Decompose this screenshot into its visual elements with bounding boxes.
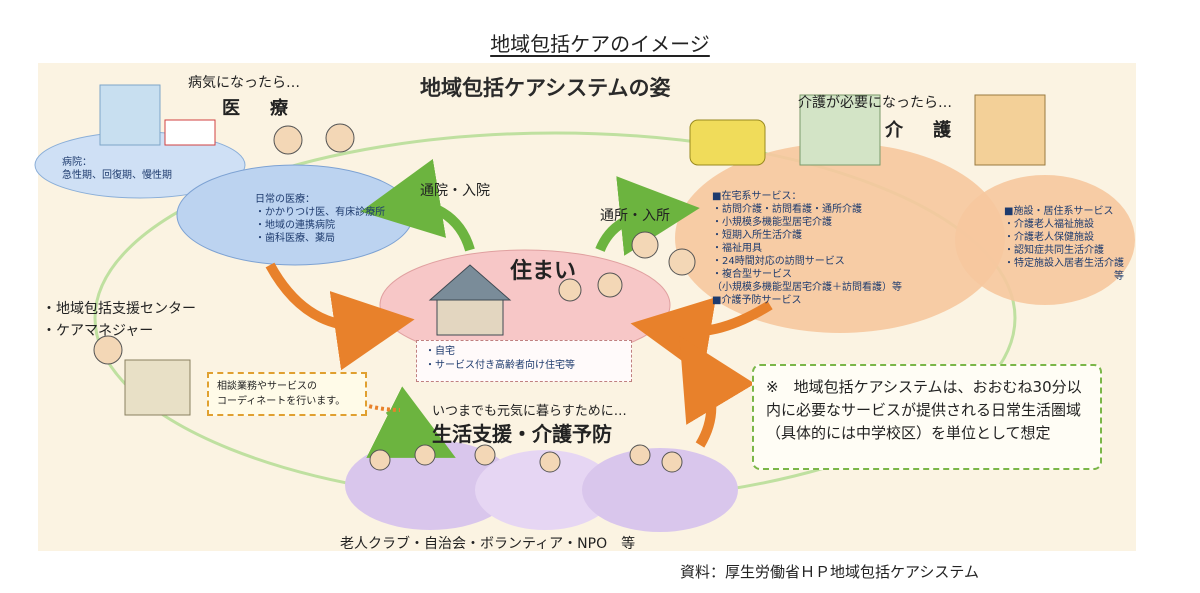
family-figure-2 <box>597 272 623 298</box>
home-label: 住まい <box>510 259 577 284</box>
daily-medical-line: 日常の医療： <box>255 194 315 205</box>
care-van <box>689 119 766 166</box>
note-box: ※ 地域包括ケアシステムは、おおむね30分以内に必要なサービスが提供される日常生… <box>752 364 1102 470</box>
hospital-arrow-label: 通院・入院 <box>420 183 490 199</box>
facility-line: ・特定施設入居者生活介護 <box>1004 258 1124 269</box>
family-figure-4 <box>668 248 696 276</box>
home-type-line: ・自宅 <box>425 346 455 357</box>
senior-figure-2 <box>414 444 436 466</box>
facility-line: ・介護老人保健施設 <box>1004 232 1094 243</box>
facility-line: ・認知症共同生活介護 <box>1004 245 1104 256</box>
home-care-line: ■介護予防サービス <box>712 295 802 306</box>
home-care-line: ・小規模多機能型居宅介護 <box>712 217 832 228</box>
senior-figure-5 <box>629 444 651 466</box>
doctor-figure <box>273 125 303 155</box>
care-facility-2 <box>974 94 1046 166</box>
prevention-heading: 生活支援・介護予防 <box>432 422 612 446</box>
senior-figure-4 <box>539 451 561 473</box>
hospital-line: 病院： <box>62 157 92 168</box>
support-center-list: ・地域包括支援センター ・ケアマネジャー <box>42 298 196 342</box>
medical-to-home-arrow <box>265 262 415 371</box>
home-types-box: ・自宅 ・サービス付き高齢者向け住宅等 <box>416 340 632 382</box>
hospital-arrow <box>360 158 475 252</box>
page-title: 地域包括ケアのイメージ <box>490 32 710 56</box>
home-care-line: ・福祉用具 <box>712 243 762 254</box>
home-care-line: ・複合型サービス <box>712 269 792 280</box>
home-care-services: ■在宅系サービス： ・訪問介護・訪問看護・通所介護 ・小規模多機能型居宅介護 ・… <box>712 190 902 307</box>
prevention-arrow <box>366 386 456 458</box>
prevention-to-home-arrow <box>679 335 755 448</box>
care-home-cloud <box>675 143 1005 333</box>
care-to-home-arrow <box>630 297 773 377</box>
ambulance <box>164 119 216 146</box>
medical-trigger: 病気になったら… <box>188 75 300 91</box>
hospital-building <box>99 84 161 146</box>
daily-medical-line: ・かかりつけ医、有床診療所 <box>255 207 386 218</box>
hospital-list: 病院： 急性期、回復期、慢性期 <box>62 156 172 182</box>
support-center-line: ・地域包括支援センター <box>42 301 196 317</box>
care-manager-figure <box>93 335 123 365</box>
community-groups-label: 老人クラブ・自治会・ボランティア・NPO 等 <box>340 536 636 552</box>
facility-care-services: ■施設・居住系サービス ・介護老人福祉施設 ・介護老人保健施設 ・認知症共同生活… <box>1004 205 1124 283</box>
senior-figure-1 <box>369 449 391 471</box>
support-center-line: ・ケアマネジャー <box>42 323 154 339</box>
facility-line: ■施設・居住系サービス <box>1004 206 1114 217</box>
senior-figure-3 <box>474 444 496 466</box>
daily-medical-line: ・地域の連携病院 <box>255 220 335 231</box>
care-facility-cloud <box>955 175 1135 305</box>
facility-line: 等 <box>1114 271 1124 282</box>
daily-medical-line: ・歯科医療、薬局 <box>255 233 335 244</box>
home-care-line: （小規模多機能型居宅介護＋訪問看護）等 <box>712 282 902 293</box>
family-figure-1 <box>558 278 582 302</box>
care-trigger: 介護が必要になったら… <box>798 95 952 111</box>
home-care-line: ・24時間対応の訪問サービス <box>712 256 845 267</box>
home-care-line: ・短期入所生活介護 <box>712 230 802 241</box>
daily-medical-list: 日常の医療： ・かかりつけ医、有床診療所 ・地域の連携病院 ・歯科医療、薬局 <box>255 193 385 245</box>
hospital-line: 急性期、回復期、慢性期 <box>62 170 172 181</box>
system-title: 地域包括ケアシステムの姿 <box>420 76 671 100</box>
dayservice-arrow-label: 通所・入所 <box>600 208 670 224</box>
source-caption: 資料：厚生労働省ＨＰ地域包括ケアシステム <box>680 563 979 581</box>
care-heading: 介 護 <box>885 120 957 141</box>
home-care-line: ・訪問介護・訪問看護・通所介護 <box>712 204 862 215</box>
family-figure-3 <box>631 231 659 259</box>
home-type-line: ・サービス付き高齢者向け住宅等 <box>425 360 575 371</box>
coordination-box: 相談業務やサービスの コーディネートを行います。 <box>207 372 367 416</box>
home-care-line: ■在宅系サービス： <box>712 191 802 202</box>
medical-heading: 医 療 <box>222 98 294 119</box>
center-building <box>124 359 191 416</box>
senior-figure-6 <box>661 451 683 473</box>
nurse-figure <box>325 123 355 153</box>
dayservice-arrow <box>595 176 700 256</box>
care-facility <box>799 94 881 166</box>
prevention-caption: いつまでも元気に暮らすために… <box>432 404 627 419</box>
prevention-cloud-3 <box>582 448 738 532</box>
house-body <box>436 299 504 336</box>
facility-line: ・介護老人福祉施設 <box>1004 219 1094 230</box>
prevention-cloud-2 <box>475 450 615 530</box>
